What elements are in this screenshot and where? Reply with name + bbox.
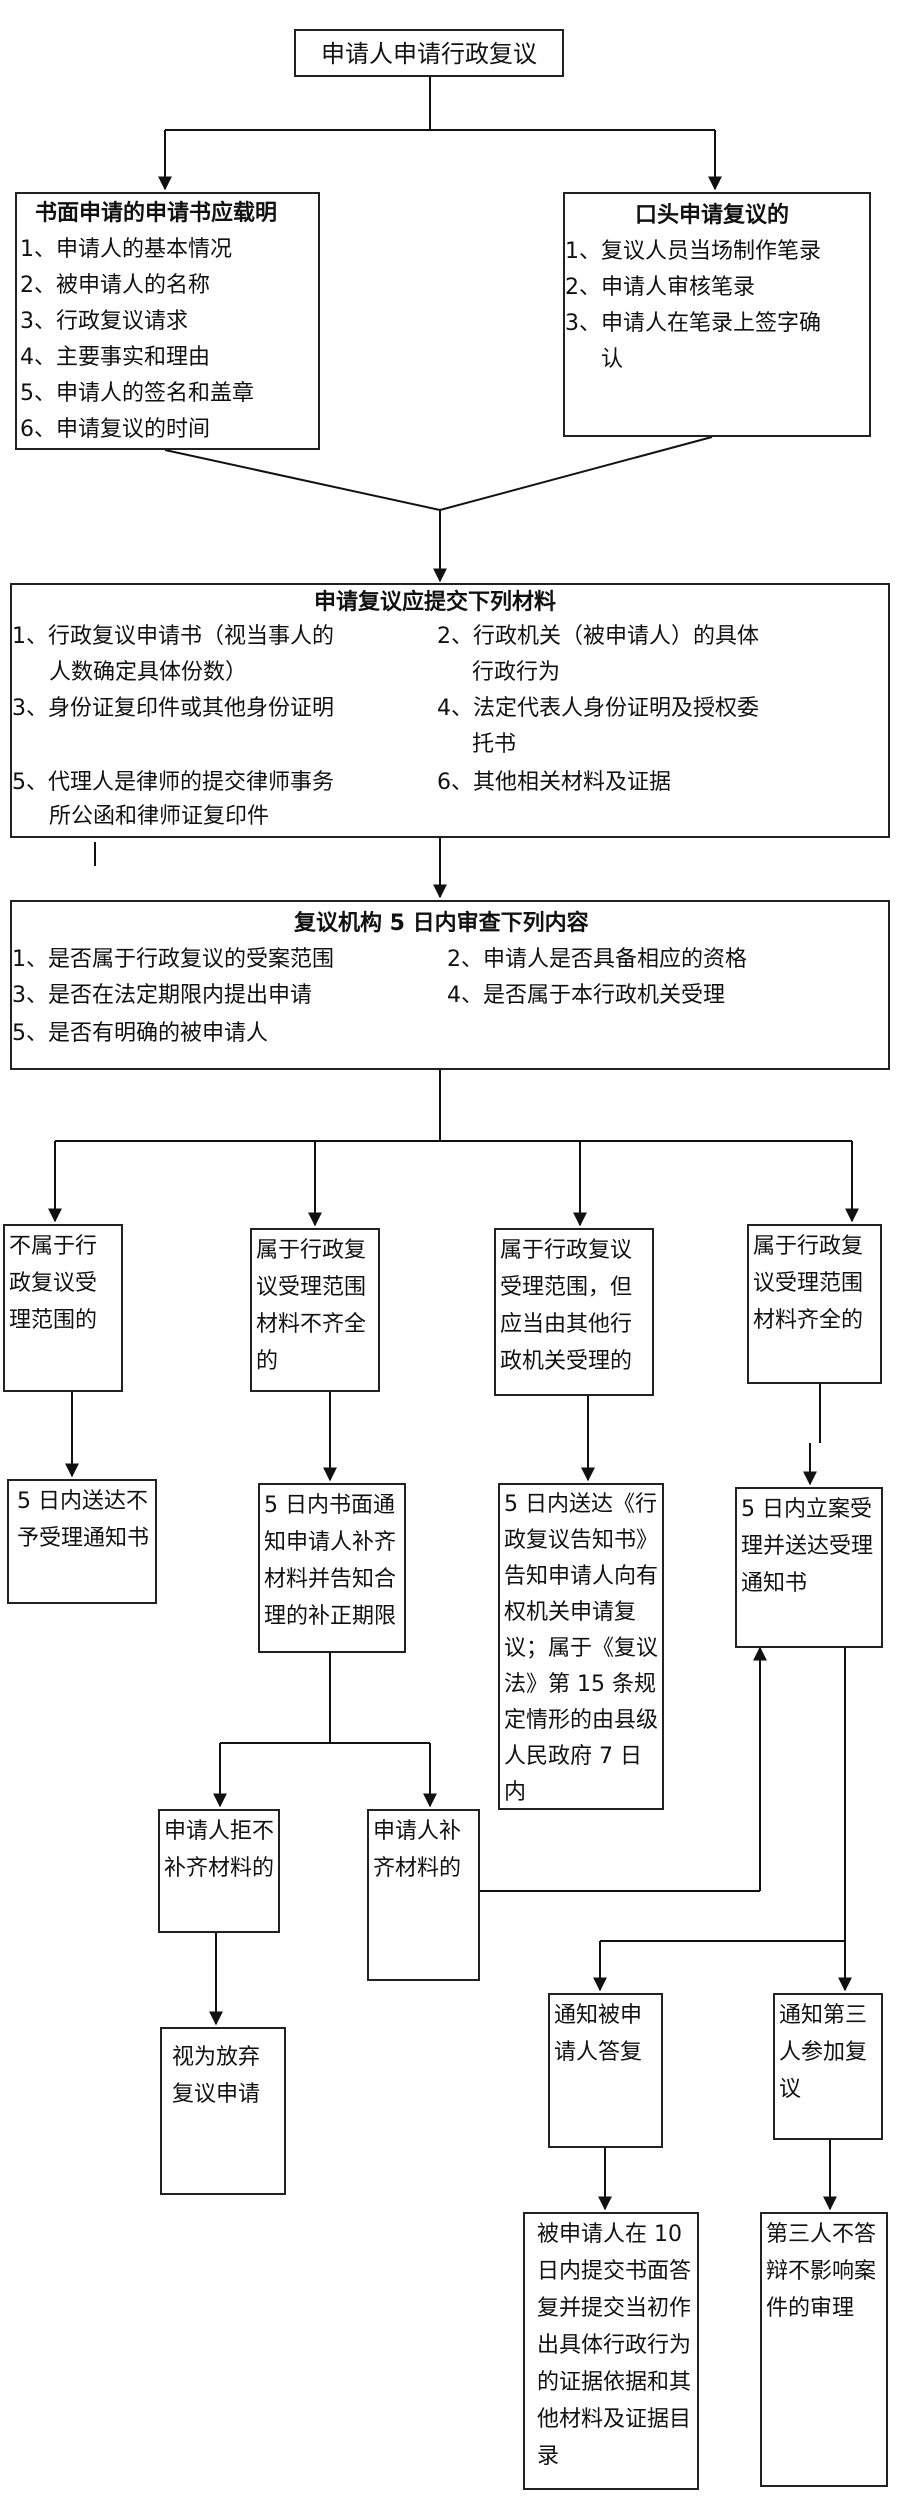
branch-complete-materials-text: 属于行政复议受理范围材料齐全的 [753, 1234, 864, 1333]
connector-merge-left [164, 449, 441, 511]
materials-item: 3、身份证复印件或其他身份证明 [12, 696, 334, 721]
materials-item: 托书 [472, 732, 517, 757]
materials-item: 行政行为 [472, 660, 561, 685]
applicant-refuses-text: 申请人拒不补齐材料的 [164, 1819, 275, 1881]
branch-other-authority: 属于行政复议受理范围，但应当由其他行政机关受理的 [494, 1228, 654, 1396]
written-title: 书面申请的申请书应载明 [35, 201, 278, 226]
abandon-box: 视为放弃复议申请 [160, 2027, 286, 2195]
review-item: 2、申请人是否具备相应的资格 [447, 947, 747, 972]
written-application-box: 书面申请的申请书应载明 1、申请人的基本情况 2、被申请人的名称 3、行政复议请… [15, 192, 320, 450]
materials-box: 申请复议应提交下列材料 1、行政复议申请书（视当事人的 人数确定具体份数） 2、… [10, 583, 890, 838]
materials-item: 1、行政复议申请书（视当事人的 [12, 624, 334, 649]
third-party-result-box: 第三人不答辩不影响案件的审理 [760, 2212, 888, 2487]
materials-item: 所公函和律师证复印件 [49, 804, 270, 829]
applicant-completes-box: 申请人补齐材料的 [367, 1809, 480, 1981]
branch-other-authority-text: 属于行政复议受理范围，但应当由其他行政机关受理的 [500, 1238, 633, 1374]
branch-not-in-scope-text: 不属于行政复议受理范围的 [9, 1234, 98, 1333]
notify-respondent-box: 通知被申请人答复 [548, 1993, 663, 2148]
applicant-refuses-box: 申请人拒不补齐材料的 [158, 1809, 280, 1933]
branch-not-in-scope: 不属于行政复议受理范围的 [3, 1224, 123, 1392]
written-item: 6、申请复议的时间 [20, 417, 210, 442]
materials-item: 人数确定具体份数） [49, 660, 248, 685]
review-item: 3、是否在法定期限内提出申请 [12, 983, 312, 1008]
start-box: 申请人申请行政复议 [294, 29, 564, 77]
result-other-authority-notice-text: 5 日内送达《行政复议告知书》告知申请人向有权机关申请复议；属于《复议法》第 1… [504, 1492, 659, 1805]
applicant-completes-text: 申请人补齐材料的 [373, 1819, 462, 1881]
oral-item: 1、复议人员当场制作笔录 [565, 239, 821, 264]
review-item: 1、是否属于行政复议的受案范围 [12, 947, 334, 972]
branch-incomplete-materials-text: 属于行政复议受理范围材料不齐全的 [256, 1238, 367, 1374]
respondent-reply-box: 被申请人在 10 日内提交书面答复并提交当初作出具体行政行为的证据依据和其他材料… [523, 2212, 699, 2490]
notify-third-party-box: 通知第三人参加复议 [773, 1993, 883, 2140]
abandon-text: 视为放弃复议申请 [172, 2045, 261, 2107]
review-item: 5、是否有明确的被申请人 [12, 1021, 268, 1046]
oral-title: 口头申请复议的 [635, 203, 790, 228]
branch-complete-materials: 属于行政复议受理范围材料齐全的 [747, 1224, 882, 1384]
result-rejection-notice: 5 日内送达不予受理通知书 [7, 1479, 157, 1604]
result-other-authority-notice: 5 日内送达《行政复议告知书》告知申请人向有权机关申请复议；属于《复议法》第 1… [498, 1483, 664, 1810]
result-supplement-notice: 5 日内书面通知申请人补齐材料并告知合理的补正期限 [258, 1483, 406, 1653]
oral-application-box: 口头申请复议的 1、复议人员当场制作笔录 2、申请人审核笔录 3、申请人在笔录上… [563, 192, 871, 437]
oral-item: 认 [601, 347, 624, 372]
result-accept-notice: 5 日内立案受理并送达受理通知书 [735, 1487, 883, 1648]
materials-title: 申请复议应提交下列材料 [314, 590, 557, 615]
written-item: 3、行政复议请求 [20, 309, 188, 334]
respondent-reply-text: 被申请人在 10 日内提交书面答复并提交当初作出具体行政行为的证据依据和其他材料… [537, 2222, 692, 2469]
written-item: 2、被申请人的名称 [20, 273, 210, 298]
materials-item: 6、其他相关材料及证据 [437, 770, 671, 795]
written-item: 5、申请人的签名和盖章 [20, 381, 254, 406]
result-accept-notice-text: 5 日内立案受理并送达受理通知书 [741, 1497, 874, 1596]
third-party-result-text: 第三人不答辩不影响案件的审理 [766, 2222, 877, 2321]
notify-respondent-text: 通知被申请人答复 [554, 2003, 643, 2065]
review-title: 复议机构 5 日内审查下列内容 [294, 911, 589, 936]
result-supplement-notice-text: 5 日内书面通知申请人补齐材料并告知合理的补正期限 [264, 1493, 397, 1629]
materials-item: 4、法定代表人身份证明及授权委 [437, 696, 759, 721]
review-box: 复议机构 5 日内审查下列内容 1、是否属于行政复议的受案范围 2、申请人是否具… [10, 900, 890, 1070]
oral-item: 2、申请人审核笔录 [565, 275, 755, 300]
materials-item: 2、行政机关（被申请人）的具体 [437, 624, 759, 649]
branch-incomplete-materials: 属于行政复议受理范围材料不齐全的 [250, 1228, 380, 1392]
result-rejection-notice-text: 5 日内送达不予受理通知书 [17, 1489, 150, 1551]
oral-item: 3、申请人在笔录上签字确 [565, 311, 821, 336]
connector-merge-right [439, 436, 713, 511]
notify-third-party-text: 通知第三人参加复议 [779, 2003, 868, 2102]
written-item: 1、申请人的基本情况 [20, 237, 232, 262]
review-item: 4、是否属于本行政机关受理 [447, 983, 725, 1008]
written-item: 4、主要事实和理由 [20, 345, 210, 370]
materials-item: 5、代理人是律师的提交律师事务 [12, 770, 334, 795]
start-label: 申请人申请行政复议 [321, 40, 537, 68]
